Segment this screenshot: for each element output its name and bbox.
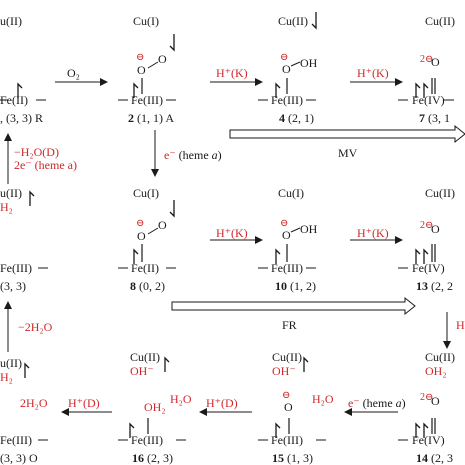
fe-label-7: Fe(IV): [412, 93, 445, 107]
state-7: 7 (3, 1: [419, 111, 450, 125]
state-2: 2 (1, 1) A: [128, 111, 174, 125]
oo-2b: O: [158, 52, 167, 66]
o-7: O: [431, 55, 440, 69]
minus-10: ⊖: [280, 218, 289, 229]
minus-8: ⊖: [136, 218, 145, 229]
o-14: O: [431, 394, 440, 408]
twominus-7: 2⊖: [420, 54, 434, 65]
h2o-15: H₂O: [312, 392, 334, 406]
state-o: (3, 3) O: [0, 451, 38, 465]
hd-label-2: H⁺(D): [206, 396, 238, 410]
oo-2: O: [137, 63, 146, 77]
fe-label-8: Fe(II): [131, 261, 159, 275]
ooh-10: O: [282, 228, 291, 242]
h-cut-label: H: [456, 318, 465, 332]
fe-label-15: Fe(III): [271, 433, 303, 447]
oo-bonds: [147, 61, 301, 235]
cu-label-4: Cu(II): [278, 14, 308, 28]
cu-label-10: Cu(I): [278, 186, 304, 200]
cu-label-o: u(II): [0, 356, 22, 370]
fe-label-left-mid: Fe(III): [0, 261, 32, 275]
twominus-14: 2⊖: [420, 392, 434, 403]
fe-label-o: Fe(III): [0, 433, 32, 447]
hd-label-1: H⁺(D): [68, 396, 100, 410]
h2-left-mid: H₂: [0, 200, 13, 214]
minus-4: ⊖: [280, 52, 289, 63]
o-13: O: [431, 222, 440, 236]
hk-label-2: H⁺(K): [357, 66, 389, 80]
fr-label: FR: [282, 318, 297, 332]
state-14: 14 (2, 3: [416, 451, 453, 465]
fe-label-r: Fe(II): [0, 93, 28, 107]
spin-arrows: [17, 12, 429, 438]
o2-label: O₂: [67, 66, 80, 80]
state-4: 4 (2, 1): [279, 111, 314, 125]
hk-label-1: H⁺(K): [216, 66, 248, 80]
oh2-14: OH₂: [425, 364, 447, 378]
mv-arrow: [229, 124, 465, 144]
oh-10: OH: [300, 222, 318, 236]
oh2-16: OH₂: [144, 400, 166, 414]
e-heme-label: e⁻ (heme a): [164, 148, 222, 162]
mv-label: MV: [338, 146, 358, 160]
hk-label-4: H⁺(K): [357, 226, 389, 240]
state-10: 10 (1, 2): [275, 279, 316, 293]
cu-label-14: Cu(II): [425, 350, 455, 364]
state-left-mid: (3, 3): [0, 279, 26, 293]
fe-label-13: Fe(IV): [412, 261, 445, 275]
state-13: 13 (2, 2: [416, 279, 453, 293]
cu-label-8: Cu(I): [133, 186, 159, 200]
state-15: 15 (1, 3): [272, 451, 313, 465]
o-15: O: [284, 400, 293, 414]
fe-label-10: Fe(III): [271, 261, 303, 275]
oh2-o: H₂: [0, 370, 13, 384]
cu-label-r: u(II): [0, 14, 22, 28]
oo-8: O: [137, 229, 146, 243]
fe-label-4: Fe(III): [271, 93, 303, 107]
ohminus-15: OH⁻: [272, 364, 296, 378]
cu-label-left-mid: u(II): [0, 186, 22, 200]
two-h2o-label: 2H₂O: [20, 396, 48, 410]
minus-15: ⊖: [282, 390, 291, 401]
ohminus-16: OH⁻: [130, 364, 154, 378]
hk-label-3: H⁺(K): [216, 226, 248, 240]
cu-label-13: Cu(II): [425, 186, 455, 200]
minus-2: ⊖: [136, 52, 145, 63]
cu-label-2: Cu(I): [133, 14, 159, 28]
fe-label-2: Fe(III): [131, 93, 163, 107]
h2o-16: H₂O: [170, 392, 192, 406]
ooh-4: O: [282, 62, 291, 76]
cu-label-15: Cu(II): [272, 350, 302, 364]
two-e-heme-label: 2e⁻ (heme a): [14, 158, 77, 172]
state-16: 16 (2, 3): [132, 451, 173, 465]
oo-8b: O: [158, 218, 167, 232]
oh-4: OH: [300, 56, 318, 70]
minus-h2o-d-label: −H₂O(D): [14, 145, 59, 159]
cu-label-16: Cu(II): [130, 350, 160, 364]
bond-lines: [141, 78, 436, 434]
twominus-13: 2⊖: [420, 220, 434, 231]
e-heme-label-2: e⁻ (heme a): [348, 396, 406, 410]
fe-label-16: Fe(III): [131, 433, 163, 447]
state-8: 8 (0, 2): [130, 279, 165, 293]
fe-label-14: Fe(IV): [412, 433, 445, 447]
cu-label-7: Cu(II): [425, 14, 455, 28]
fr-arrow: [171, 296, 416, 316]
state-r: , (3, 3) R: [0, 111, 43, 125]
minus-2h2o-label: −2H₂O: [18, 320, 53, 334]
